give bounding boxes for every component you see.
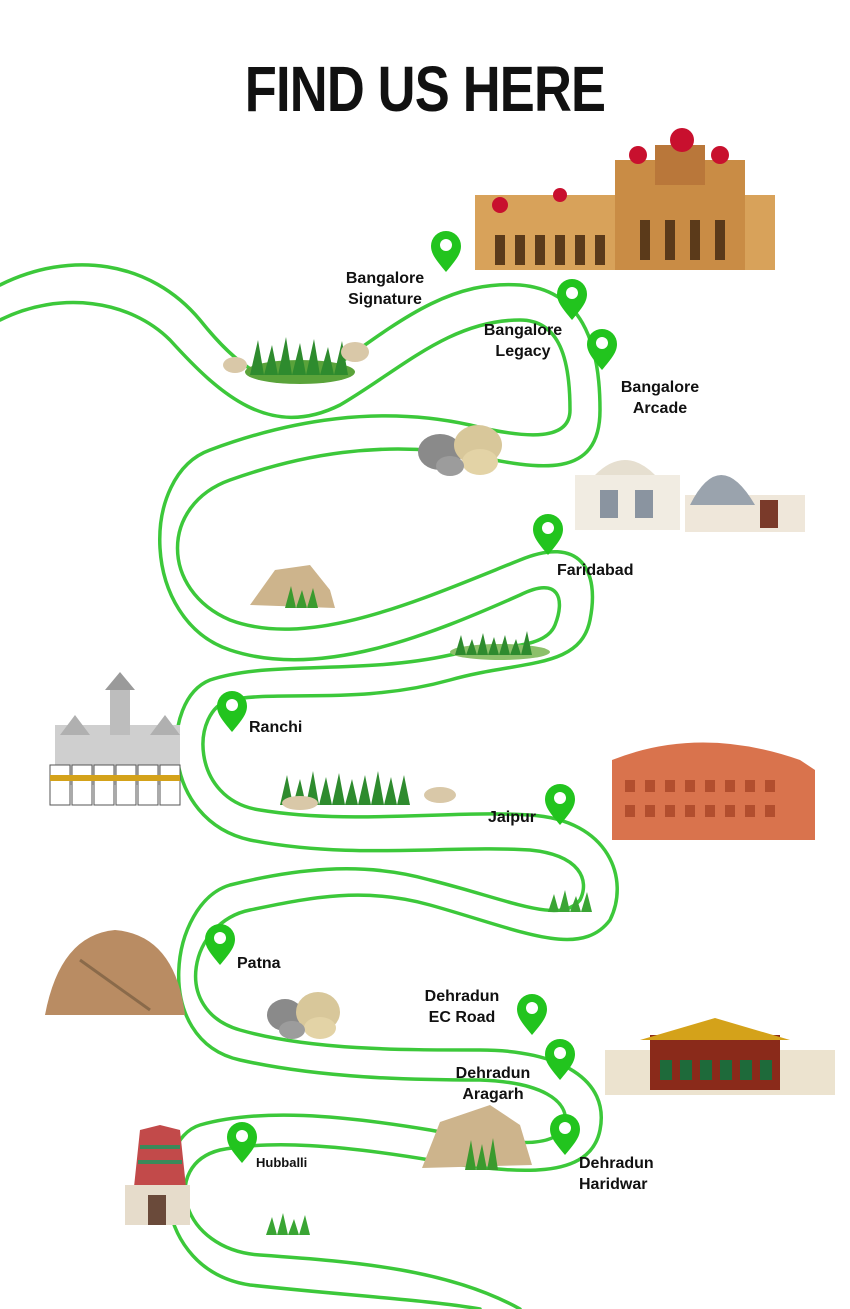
pin-icon[interactable] (557, 279, 587, 320)
pin-icon[interactable] (533, 514, 563, 555)
golghar-illustration (45, 930, 185, 1015)
location-label-dehradun-haridwar[interactable]: Dehradun Haridwar (579, 1155, 654, 1193)
monastery-illustration (605, 1018, 835, 1095)
hawa-mahal-illustration (612, 742, 815, 840)
location-label-patna[interactable]: Patna (237, 955, 281, 972)
pin-icon[interactable] (587, 329, 617, 370)
pin-icon[interactable] (517, 994, 547, 1035)
hubballi-temple-illustration (125, 1125, 190, 1225)
location-label-bangalore-arcade[interactable]: Bangalore Arcade (620, 379, 700, 417)
rock-3 (250, 565, 335, 608)
mysore-palace-illustration (475, 128, 775, 270)
road-outline (0, 263, 619, 1309)
grass-rocks-1 (223, 337, 369, 384)
location-label-hubballi[interactable]: Hubballi (256, 1155, 308, 1170)
location-label-jaipur[interactable]: Jaipur (488, 809, 537, 826)
grass-rocks-5 (280, 771, 456, 810)
pin-icon[interactable] (227, 1122, 257, 1163)
pin-icon[interactable] (550, 1114, 580, 1155)
location-pins (205, 231, 617, 1163)
location-label-dehradun-aragarh[interactable]: Dehradun Aragarh (455, 1065, 531, 1103)
rocks-2 (418, 425, 502, 476)
page-title: FIND US HERE (244, 53, 606, 125)
pin-icon[interactable] (431, 231, 461, 272)
pin-icon[interactable] (545, 1039, 575, 1080)
rocks-7 (267, 992, 340, 1039)
arcade-buildings-illustration (575, 460, 805, 532)
pin-icon[interactable] (217, 691, 247, 732)
pin-icon[interactable] (205, 924, 235, 965)
location-label-faridabad[interactable]: Faridabad (557, 562, 634, 579)
grass-9 (266, 1213, 310, 1235)
location-label-dehradun-ec-road[interactable]: Dehradun EC Road (424, 988, 500, 1026)
grass-6 (548, 890, 592, 912)
grass-4 (450, 631, 550, 660)
pin-icon[interactable] (545, 784, 575, 825)
location-label-bangalore-signature[interactable]: Bangalore Signature (345, 270, 425, 308)
ranchi-temple-illustration (49, 672, 181, 806)
location-label-ranchi[interactable]: Ranchi (249, 719, 303, 736)
location-label-bangalore-legacy[interactable]: Bangalore Legacy (483, 322, 563, 360)
rock-8 (422, 1105, 532, 1170)
